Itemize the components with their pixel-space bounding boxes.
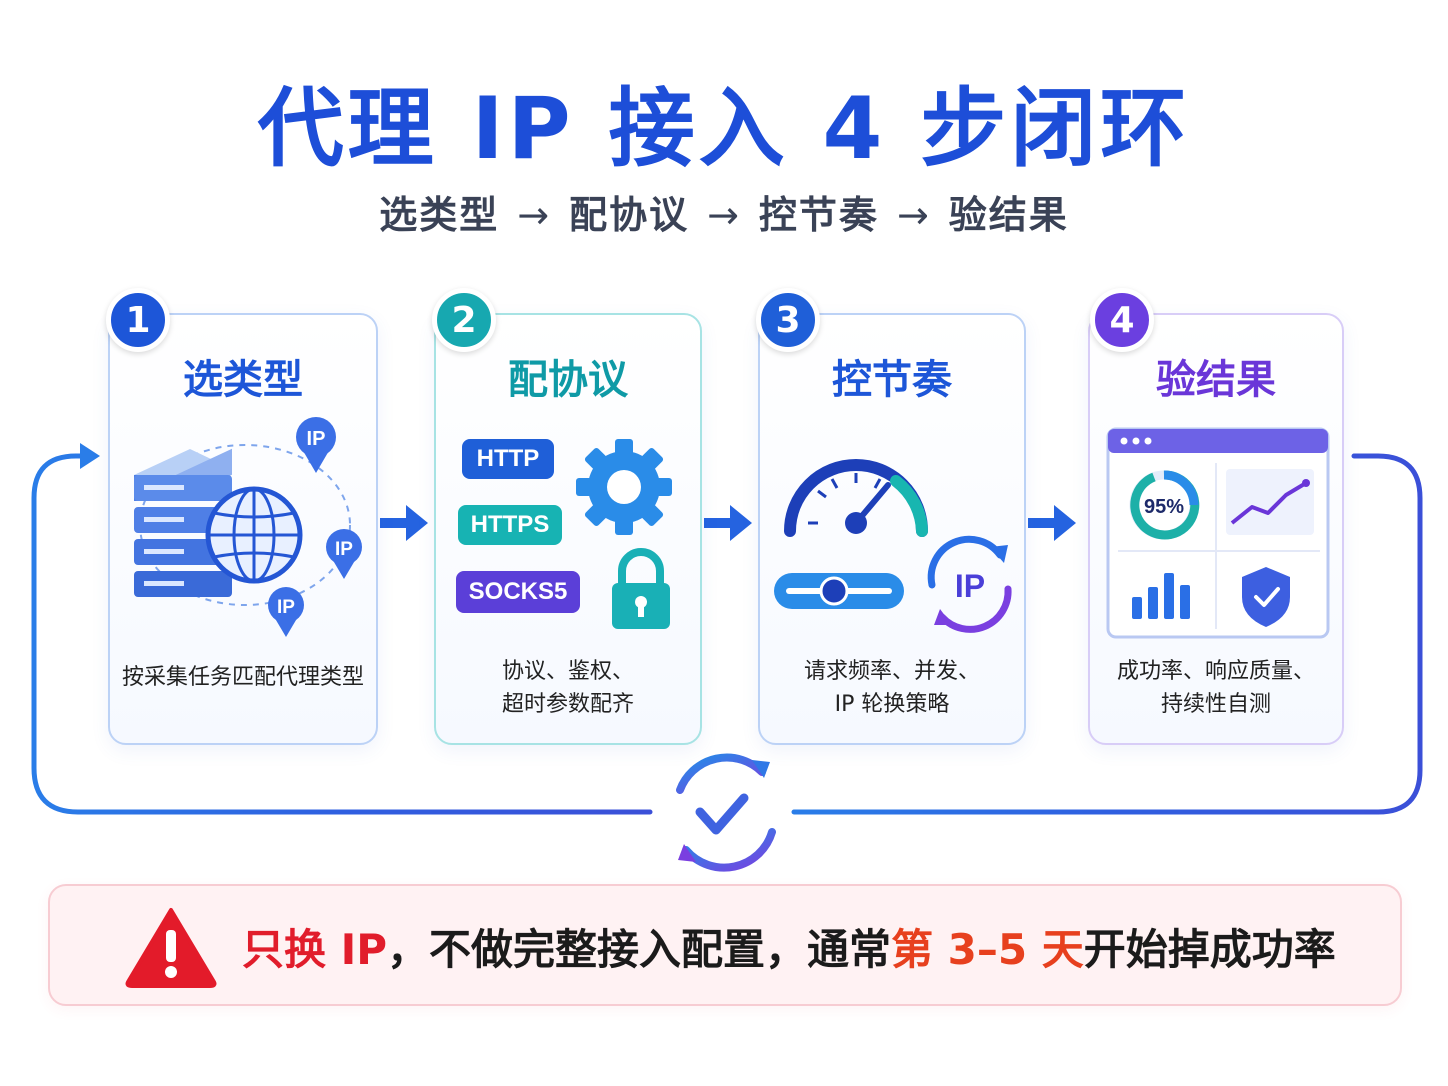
step-card-1: 选类型 IP IP: [108, 313, 378, 745]
slider-control-icon: [774, 573, 904, 609]
warning-text: 只换 IP，不做完整接入配置，通常第 3–5 天开始掉成功率: [242, 916, 1336, 977]
ip-pin-icon: IP: [296, 417, 336, 473]
step-desc-3-line-2: IP 轮换策略: [834, 692, 950, 717]
step-desc-1-line-1: 按采集任务匹配代理类型: [121, 665, 364, 690]
protocol-http-badge: HTTP: [462, 439, 554, 479]
step-desc-2: 协议、鉴权、 超时参数配齐: [436, 655, 700, 721]
step-desc-3-line-1: 请求频率、并发、: [803, 659, 980, 684]
loop-arrow-head-icon: [80, 443, 100, 469]
step-desc-2-line-1: 协议、鉴权、: [501, 659, 634, 684]
flow-arrow-1-icon: [380, 505, 428, 541]
step-card-4: 验结果 95% 成功率、响应质量、 持续性自测: [1088, 313, 1344, 745]
step-desc-4: 成功率、响应质量、 持续性自测: [1090, 655, 1342, 721]
subtitle-step-1: 选类型: [379, 193, 500, 237]
step-number-4: 4: [1090, 288, 1154, 352]
warning-part-4: 开始掉成功率: [1083, 925, 1336, 974]
step-desc-3: 请求频率、并发、 IP 轮换策略: [760, 655, 1024, 721]
flow-arrow-2-icon: [704, 505, 752, 541]
svg-text:95%: 95%: [1144, 496, 1184, 518]
protocol-https-badge: HTTPS: [458, 505, 562, 545]
subtitle-arrow-2: →: [707, 193, 741, 237]
svg-text:IP: IP: [955, 568, 985, 604]
step-card-2: 配协议 HTTP HTTPS SOCKS5 协议、鉴权、 超时参数配齐: [434, 313, 702, 745]
step-desc-4-line-1: 成功率、响应质量、: [1116, 659, 1315, 684]
step-title-3: 控节奏: [832, 357, 952, 403]
dashboard-icon: 95%: [1106, 427, 1330, 639]
step-title-2: 配协议: [508, 357, 628, 403]
svg-text:IP: IP: [307, 428, 326, 450]
subtitle-steps: 选类型 → 配协议 → 控节奏 → 验结果: [0, 184, 1448, 239]
ip-rotation-icon: IP: [927, 535, 1012, 633]
ip-pin-icon: IP: [326, 529, 362, 579]
step-number-1: 1: [106, 288, 170, 352]
step-desc-4-line-2: 持续性自测: [1160, 692, 1271, 717]
protocol-socks5-badge: SOCKS5: [456, 571, 580, 613]
svg-text:IP: IP: [277, 597, 295, 618]
warning-triangle-icon: [125, 908, 217, 988]
subtitle-arrow-3: →: [896, 193, 931, 237]
subtitle-arrow-1: →: [517, 193, 552, 237]
ip-pin-icon: IP: [268, 587, 304, 637]
warning-banner: 只换 IP，不做完整接入配置，通常第 3–5 天开始掉成功率: [48, 884, 1402, 1006]
svg-text:IP: IP: [335, 539, 353, 560]
server-globe-icon: IP IP IP: [134, 417, 362, 637]
cycle-check-icon: [676, 753, 776, 872]
step-desc-1: 按采集任务匹配代理类型: [110, 661, 376, 694]
flow-arrow-3-icon: [1028, 505, 1076, 541]
warning-part-1: 只换 IP: [242, 925, 388, 974]
subtitle-step-3: 控节奏: [758, 193, 879, 237]
warning-part-3: 第 3–5 天: [891, 925, 1084, 974]
warning-part-2: ，不做完整接入配置，通常: [387, 925, 892, 974]
lock-icon: [612, 548, 670, 629]
step-number-3: 3: [756, 288, 820, 352]
step-title-1: 选类型: [183, 357, 303, 403]
gear-icon: [576, 439, 672, 535]
subtitle-step-2: 配协议: [569, 193, 690, 237]
subtitle-step-4: 验结果: [948, 193, 1069, 237]
step-number-2: 2: [432, 288, 496, 352]
speedometer-icon: [784, 459, 928, 537]
step-desc-2-line-2: 超时参数配齐: [501, 692, 634, 717]
step-card-3: 控节奏 IP 请求频率、并发、 IP 轮换策略: [758, 313, 1026, 745]
page-title: 代理 IP 接入 4 步闭环: [257, 79, 1191, 179]
step-title-4: 验结果: [1156, 357, 1276, 403]
